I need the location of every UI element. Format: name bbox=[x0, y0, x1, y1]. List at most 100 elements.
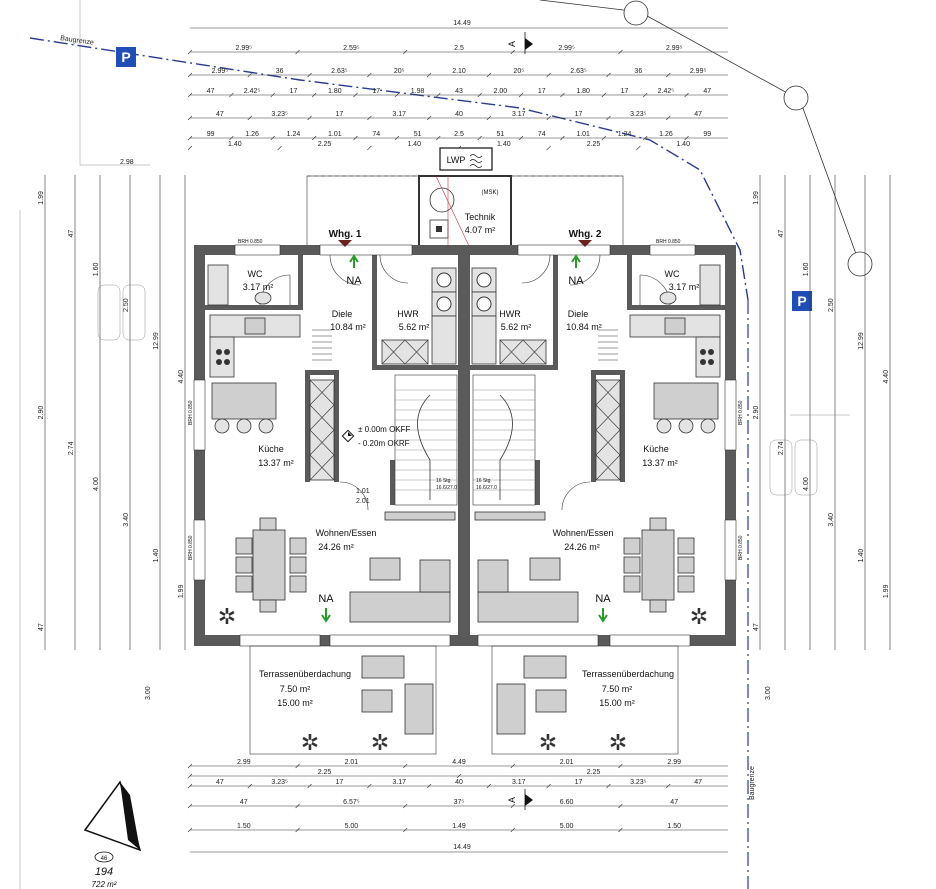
dimension-label: 47 bbox=[207, 88, 215, 95]
dimension-label: 2.63⁵ bbox=[331, 68, 348, 75]
level-marker: ± 0.00m OKFF - 0.20m OKRF bbox=[341, 425, 411, 448]
dimension-label: 2.74 bbox=[68, 441, 75, 455]
dimension-tick bbox=[247, 72, 252, 78]
dimension-label: 47 bbox=[694, 111, 702, 118]
dimension-tick bbox=[295, 49, 300, 55]
dimension-tick bbox=[402, 763, 408, 769]
technik-code: (MSK) bbox=[482, 190, 499, 196]
dimension-label: 2.90 bbox=[38, 406, 45, 420]
dimension-tick bbox=[187, 773, 193, 779]
stairs-text: 16 Stg bbox=[436, 478, 451, 484]
dimension-label: 2.25 bbox=[587, 141, 601, 148]
dimension-tick bbox=[436, 135, 441, 141]
dimension-label: 2.00 bbox=[494, 88, 508, 95]
dimension-label: 74 bbox=[372, 131, 380, 138]
room-diele-area: 10.84 m² bbox=[330, 322, 366, 332]
room-diele: Diele bbox=[332, 309, 353, 319]
level-okrf: - 0.20m OKRF bbox=[358, 439, 410, 448]
dimension-label: 1.50 bbox=[237, 823, 251, 830]
dimension-tick bbox=[402, 49, 408, 55]
na-marker-left: NA bbox=[318, 593, 334, 623]
na-label: NA bbox=[595, 593, 611, 605]
parking-sign-left: P bbox=[116, 47, 136, 67]
dimension-label: 51 bbox=[414, 131, 422, 138]
dimension-tick bbox=[666, 115, 671, 121]
dimension-label: 2.74 bbox=[778, 441, 785, 455]
dimension-label: 47 bbox=[670, 799, 678, 806]
dimension-tick bbox=[618, 49, 623, 55]
dimension-label: 1.40 bbox=[676, 141, 690, 148]
dimension-label: 2.25 bbox=[587, 769, 601, 776]
dimension-tick bbox=[295, 827, 300, 833]
brh-label: BRH 0.850 bbox=[738, 535, 744, 560]
dimension-tick bbox=[618, 827, 623, 833]
dimension-label: 2.25 bbox=[318, 141, 332, 148]
dimension-label: 17 bbox=[575, 111, 583, 118]
car-outlines bbox=[97, 284, 850, 496]
dimension-label: 3.40 bbox=[123, 513, 130, 527]
room-kueche-area: 13.37 m² bbox=[642, 458, 678, 468]
top-total-dim: 14.49 bbox=[453, 20, 471, 27]
dimension-tick bbox=[295, 803, 300, 809]
misc-dim: 3.00 bbox=[145, 686, 152, 700]
room-wohnen-area: 24.26 m² bbox=[318, 542, 354, 552]
technik-room: (MSK) Technik 4.07 m² bbox=[418, 175, 512, 249]
dimension-tick bbox=[353, 92, 358, 98]
na-marker-right: NA bbox=[595, 593, 611, 623]
dimension-tick bbox=[187, 72, 193, 78]
dimension-label: 20⁵ bbox=[394, 68, 405, 75]
dimension-label: 2.5 bbox=[454, 45, 464, 52]
dimension-label: 2.99⁵ bbox=[236, 45, 253, 52]
dimension-tick bbox=[546, 145, 551, 151]
dimension-tick bbox=[606, 783, 611, 789]
room-kueche: Küche bbox=[643, 444, 669, 454]
dimension-label: 4.40 bbox=[883, 370, 890, 384]
dimension-label: 47 bbox=[68, 230, 75, 238]
north-arrow bbox=[83, 780, 142, 852]
dimension-tick bbox=[307, 72, 312, 78]
dimension-label: 2.50 bbox=[828, 298, 835, 312]
dimension-tick bbox=[187, 803, 193, 809]
dimension-label: 2.99⁵ bbox=[666, 45, 683, 52]
dimension-label: 3.17 bbox=[392, 779, 406, 786]
dimension-label: 20⁵ bbox=[513, 68, 524, 75]
dimension-label: 12.99 bbox=[153, 332, 160, 350]
dining-table-left bbox=[235, 517, 307, 613]
dimension-label: 3.23⁵ bbox=[630, 779, 647, 786]
dimension-tick bbox=[187, 49, 193, 55]
dimension-label: 4.49 bbox=[452, 759, 466, 766]
dimension-tick bbox=[456, 773, 462, 779]
dimension-label: 1.26 bbox=[245, 131, 259, 138]
dimension-tick bbox=[486, 115, 492, 121]
dimension-tick bbox=[510, 827, 516, 833]
bottom-total-dim: 14.49 bbox=[453, 844, 471, 851]
room-wc-area: 3.17 m² bbox=[243, 282, 274, 292]
misc-dim: 3.00 bbox=[765, 686, 772, 700]
dimension-label: 4.40 bbox=[178, 370, 185, 384]
room-terrasse-area1: 7.50 m² bbox=[602, 684, 633, 694]
dimension-tick bbox=[546, 783, 551, 789]
dimension-tick bbox=[187, 145, 193, 151]
svg-text:✲: ✲ bbox=[301, 730, 319, 755]
plot-value: 194 bbox=[95, 866, 113, 878]
dimension-chains-right: 1.99471.602.5012.994.402.902.744.003.401… bbox=[753, 175, 891, 650]
dimension-label: 47 bbox=[703, 88, 711, 95]
section-label: A bbox=[507, 41, 517, 47]
dimension-tick bbox=[436, 92, 441, 98]
dimension-tick bbox=[394, 92, 400, 98]
parking-label: P bbox=[121, 49, 130, 65]
dimension-tick bbox=[486, 783, 492, 789]
dimension-label: 17 bbox=[290, 88, 298, 95]
dimension-label: 2.25 bbox=[318, 769, 332, 776]
unit-entry: NA bbox=[346, 275, 362, 287]
terrace-left bbox=[249, 645, 437, 755]
section-mark-top: A bbox=[507, 32, 533, 54]
dimension-label: 1.99 bbox=[38, 191, 45, 205]
unit-entry: NA bbox=[568, 275, 584, 287]
dimension-label: 3.17 bbox=[512, 111, 526, 118]
dimension-label: 1.24 bbox=[287, 131, 301, 138]
sofa-left bbox=[349, 557, 451, 623]
dimension-tick bbox=[270, 135, 275, 141]
dimension-chains-left: 1.99471.602.5012.994.402.902.744.003.401… bbox=[38, 175, 186, 650]
